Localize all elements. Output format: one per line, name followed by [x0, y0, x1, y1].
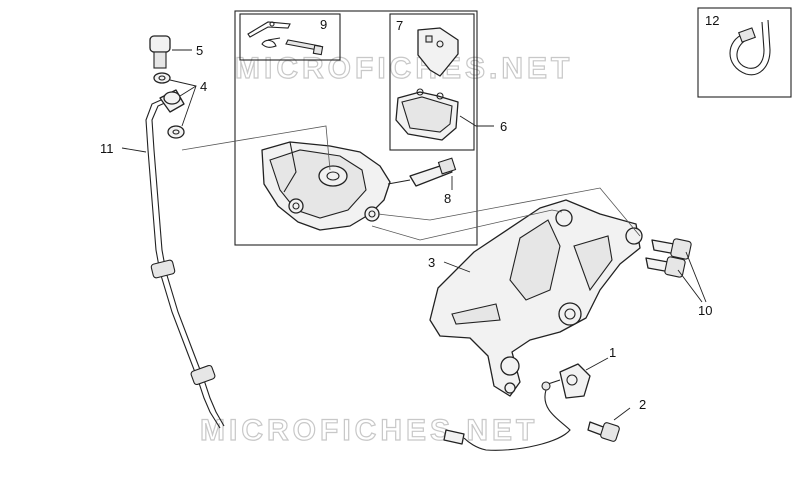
callout-12: 12	[705, 13, 719, 28]
pin-kit-box	[239, 13, 341, 61]
watermark-bottom: MICROFICHES.NET	[200, 414, 538, 447]
assembly-guide-lines	[181, 125, 641, 241]
callout-4: 4	[200, 79, 207, 94]
banjo-bolt	[149, 35, 171, 69]
callout-1: 1	[609, 345, 616, 360]
callout-8: 8	[444, 191, 451, 206]
callout-3: 3	[428, 255, 435, 270]
watermark-top: MICROFICHES.NET	[235, 52, 573, 85]
brake-hose	[145, 89, 225, 429]
sensor-bolt	[587, 421, 620, 442]
caliper-bracket	[429, 199, 643, 397]
callout-leaders	[121, 49, 707, 421]
caliper-kit-box	[234, 10, 478, 246]
pin-clip-parts	[247, 21, 324, 56]
bleed-valve	[387, 157, 457, 187]
callout-11: 11	[100, 141, 114, 156]
callout-5: 5	[196, 43, 203, 58]
copper-washers	[153, 72, 185, 139]
cable-tie	[729, 19, 771, 76]
callout-10: 10	[698, 303, 712, 318]
callout-6: 6	[500, 119, 507, 134]
callout-9: 9	[320, 17, 327, 32]
cable-tie-box	[697, 7, 792, 98]
callout-2: 2	[639, 397, 646, 412]
callout-7: 7	[396, 18, 403, 33]
brake-caliper	[261, 141, 391, 231]
pad-kit-box	[389, 13, 475, 151]
wheel-speed-sensor	[443, 363, 591, 451]
bracket-bolts	[645, 238, 692, 278]
brake-pads	[395, 27, 459, 141]
